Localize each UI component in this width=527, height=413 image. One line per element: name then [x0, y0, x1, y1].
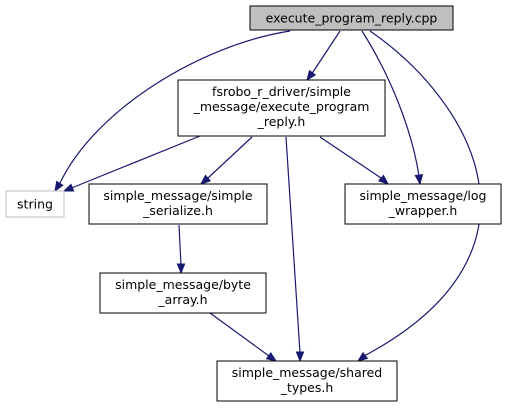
node-execute-program-reply-h[interactable]: fsrobo_r_driver/simple _message/execute_…: [177, 79, 386, 137]
edge-execute-program-reply-cpp-to-string: [54, 30, 291, 193]
edge-arrowhead: [265, 351, 278, 362]
edge-execute-program-reply-h-to-simple-serialize-h: [199, 136, 253, 185]
edge-execute-program-reply-h-to-log-wrapper-h: [319, 136, 390, 185]
edge-execute-program-reply-cpp-to-execute-program-reply-h: [306, 30, 341, 82]
edge-simple-serialize-h-to-byte-array-h: [176, 224, 186, 275]
edge-arrowhead: [414, 174, 424, 186]
node-label-line: _array.h: [157, 292, 207, 307]
edge-execute-program-reply-cpp-to-log-wrapper-h: [361, 30, 424, 186]
edge-line: [200, 136, 253, 185]
node-log-wrapper-h[interactable]: simple_message/log _wrapper.h: [344, 183, 502, 225]
node-label-line: _message/execute_program: [193, 99, 370, 114]
node-label-line: string: [17, 197, 53, 212]
edge-arrowhead: [295, 351, 305, 363]
edge-line: [63, 135, 201, 192]
edge-line: [285, 136, 301, 361]
node-simple-serialize-h[interactable]: simple_message/simple _serialize.h: [88, 183, 268, 225]
edge-arrowhead: [306, 69, 317, 82]
node-box: [5, 190, 65, 218]
edge-execute-program-reply-h-to-shared-types-h: [285, 136, 305, 363]
edge-arrowhead: [356, 351, 369, 362]
node-label-line: _serialize.h: [142, 203, 213, 218]
node-box: [344, 183, 502, 225]
node-label-line: _reply.h: [257, 114, 306, 129]
node-label-line: simple_message/simple: [103, 188, 252, 203]
edge-arrowhead: [199, 174, 212, 185]
edge-arrowhead: [377, 174, 390, 185]
edges-layer: [54, 30, 482, 363]
edge-byte-array-h-to-shared-types-h: [209, 312, 278, 362]
node-shared-types-h[interactable]: simple_message/shared _types.h: [216, 360, 398, 402]
nodes-layer: execute_program_reply.cpp fsrobo_r_drive…: [5, 5, 502, 402]
edge-arrowhead: [176, 263, 186, 275]
node-label-line: _types.h: [280, 380, 334, 395]
node-label-line: execute_program_reply.cpp: [266, 11, 438, 26]
node-box: [177, 79, 386, 137]
node-label-line: fsrobo_r_driver/simple: [212, 84, 351, 99]
edge-line: [361, 30, 421, 185]
node-byte-array-h[interactable]: simple_message/byte _array.h: [99, 272, 267, 314]
edge-arrowhead: [62, 183, 75, 192]
edge-arrowhead: [54, 180, 64, 193]
node-string[interactable]: string: [5, 190, 65, 218]
node-box: [88, 183, 268, 225]
node-box: [216, 360, 398, 402]
node-label-line: simple_message/shared: [232, 365, 382, 380]
edge-execute-program-reply-h-to-string: [62, 135, 201, 192]
node-label-line: simple_message/log: [360, 188, 487, 203]
node-execute-program-reply-cpp[interactable]: execute_program_reply.cpp: [249, 5, 454, 31]
edge-line: [209, 312, 277, 362]
edge-line: [54, 30, 291, 192]
node-box: [249, 5, 454, 31]
edge-line: [319, 136, 389, 185]
node-label-line: simple_message/byte: [115, 277, 251, 292]
node-box: [99, 272, 267, 314]
node-label-line: _wrapper.h: [388, 203, 458, 218]
